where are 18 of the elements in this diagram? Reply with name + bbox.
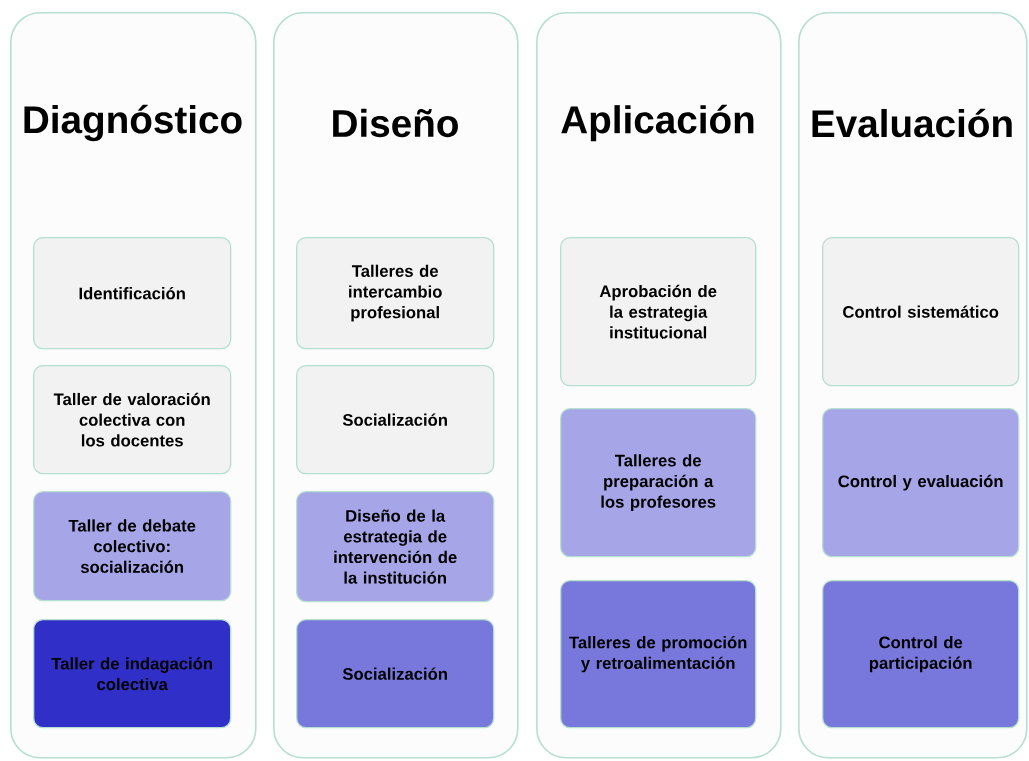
- step-box: Aprobación de la estrategia institucional: [560, 237, 757, 387]
- step-box: Taller de indagación colectiva: [33, 619, 232, 729]
- step-box: Talleres de intercambio profesional: [296, 237, 495, 350]
- step-box: Control sistemático: [822, 237, 1020, 387]
- step-box: Taller de valoración colectiva con los docentes: [33, 365, 232, 475]
- step-box: Identificación: [33, 237, 232, 350]
- step-box: Control de participación: [822, 580, 1020, 729]
- step-box: Taller de debate colectivo: socialización: [33, 491, 232, 602]
- step-box: Diseño de la estrategia de intervención de la institución: [296, 491, 495, 603]
- step-box: Talleres de promoción y retroalimentación: [560, 580, 757, 729]
- column-heading: Aplicación: [561, 104, 754, 142]
- column-heading: Diagnóstico: [24, 104, 242, 142]
- step-box: Socialización: [296, 619, 495, 729]
- step-box: Socialización: [296, 365, 495, 475]
- column-heading: Evaluación: [812, 108, 1012, 138]
- step-box: Talleres de preparación a los profesores: [560, 408, 757, 558]
- step-box: Control y evaluación: [822, 408, 1020, 558]
- column-heading: Diseño: [333, 108, 458, 138]
